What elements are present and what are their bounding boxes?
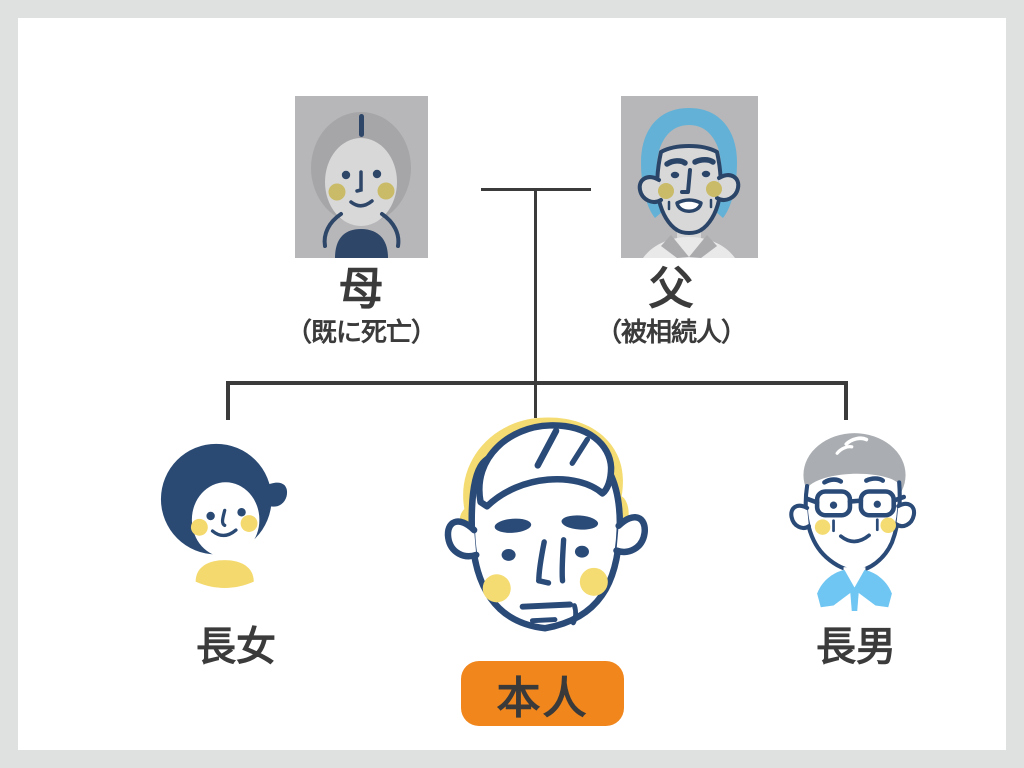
daughter-portrait: [145, 424, 295, 593]
self-badge-label: 本人: [496, 673, 589, 723]
diagram-panel: 母 （既に死亡） 父 （被相続人） 長女: [18, 18, 1006, 750]
son-drop-line: [844, 381, 848, 420]
father-photo: [621, 96, 758, 258]
mother-photo: [295, 96, 428, 258]
mother-label: 母 （既に死亡）: [251, 266, 471, 347]
descent-line: [534, 188, 537, 418]
siblings-connector-line: [226, 381, 848, 385]
mother-name: 母: [338, 263, 384, 314]
father-name: 父: [648, 263, 694, 314]
mother-face-icon: [295, 96, 428, 258]
father-label: 父 （被相続人）: [561, 266, 781, 347]
daughter-label: 長女: [196, 625, 276, 669]
self-portrait: [418, 394, 651, 664]
father-face-icon: [621, 96, 758, 258]
mother-note: （既に死亡）: [285, 317, 437, 347]
son-face-icon: [789, 433, 917, 611]
self-face-icon: [444, 417, 648, 632]
son-portrait: [777, 424, 932, 611]
father-note: （被相続人）: [595, 317, 747, 347]
daughter-face-icon: [160, 443, 288, 588]
daughter-drop-line: [226, 381, 230, 420]
self-badge: 本人: [461, 661, 624, 726]
son-label: 長男: [816, 625, 896, 669]
